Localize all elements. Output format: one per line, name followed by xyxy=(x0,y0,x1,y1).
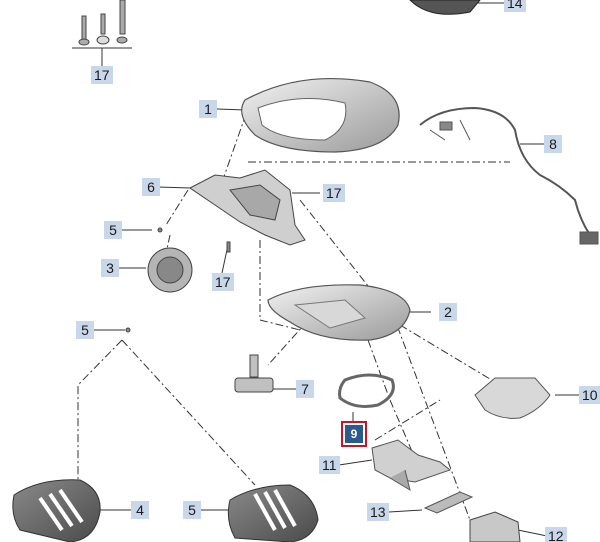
callout-part-17[interactable]: 17 xyxy=(91,66,113,84)
callout-part-5[interactable]: 5 xyxy=(104,221,122,239)
callout-part-17[interactable]: 17 xyxy=(323,184,345,202)
callout-part-7[interactable]: 7 xyxy=(296,380,314,398)
callout-part-10[interactable]: 10 xyxy=(579,386,600,404)
part-1-mirror-cap xyxy=(241,78,400,153)
callout-part-3[interactable]: 3 xyxy=(101,259,119,277)
part-10-cover xyxy=(474,377,551,419)
part-2-mirror-housing xyxy=(267,284,411,341)
small-screws xyxy=(125,227,231,333)
part-17-screws xyxy=(78,0,128,46)
callout-part-4[interactable]: 4 xyxy=(131,501,149,519)
callout-part-14[interactable]: 14 xyxy=(504,0,526,12)
callout-part-9-selected[interactable]: 9 xyxy=(341,421,367,447)
callout-part-6[interactable]: 6 xyxy=(142,178,160,196)
leader-lines xyxy=(72,2,579,537)
callout-part-12[interactable]: 12 xyxy=(545,527,567,542)
part-11-housing-lower xyxy=(371,439,452,492)
part-3-adjustment-motor xyxy=(147,247,193,293)
callout-part-17[interactable]: 17 xyxy=(212,273,234,291)
callout-part-2[interactable]: 2 xyxy=(439,303,457,321)
part-14-drawing xyxy=(409,0,481,15)
callout-part-5[interactable]: 5 xyxy=(183,501,201,519)
callout-part-11[interactable]: 11 xyxy=(319,456,340,474)
part-5-mirror-glass xyxy=(227,484,319,542)
callout-part-13[interactable]: 13 xyxy=(367,503,389,521)
callout-part-5[interactable]: 5 xyxy=(76,321,94,339)
part-8-wiring-harness xyxy=(419,106,599,245)
callout-part-8[interactable]: 8 xyxy=(544,135,562,153)
part-12-base xyxy=(469,511,521,542)
part-13-clip xyxy=(423,491,474,514)
callout-part-1[interactable]: 1 xyxy=(199,100,217,118)
part-9-gasket xyxy=(338,373,395,408)
part-4-mirror-glass xyxy=(12,479,101,542)
part-6-mirror-bracket xyxy=(189,169,306,246)
part-7-turn-signal-lamp xyxy=(234,354,274,393)
